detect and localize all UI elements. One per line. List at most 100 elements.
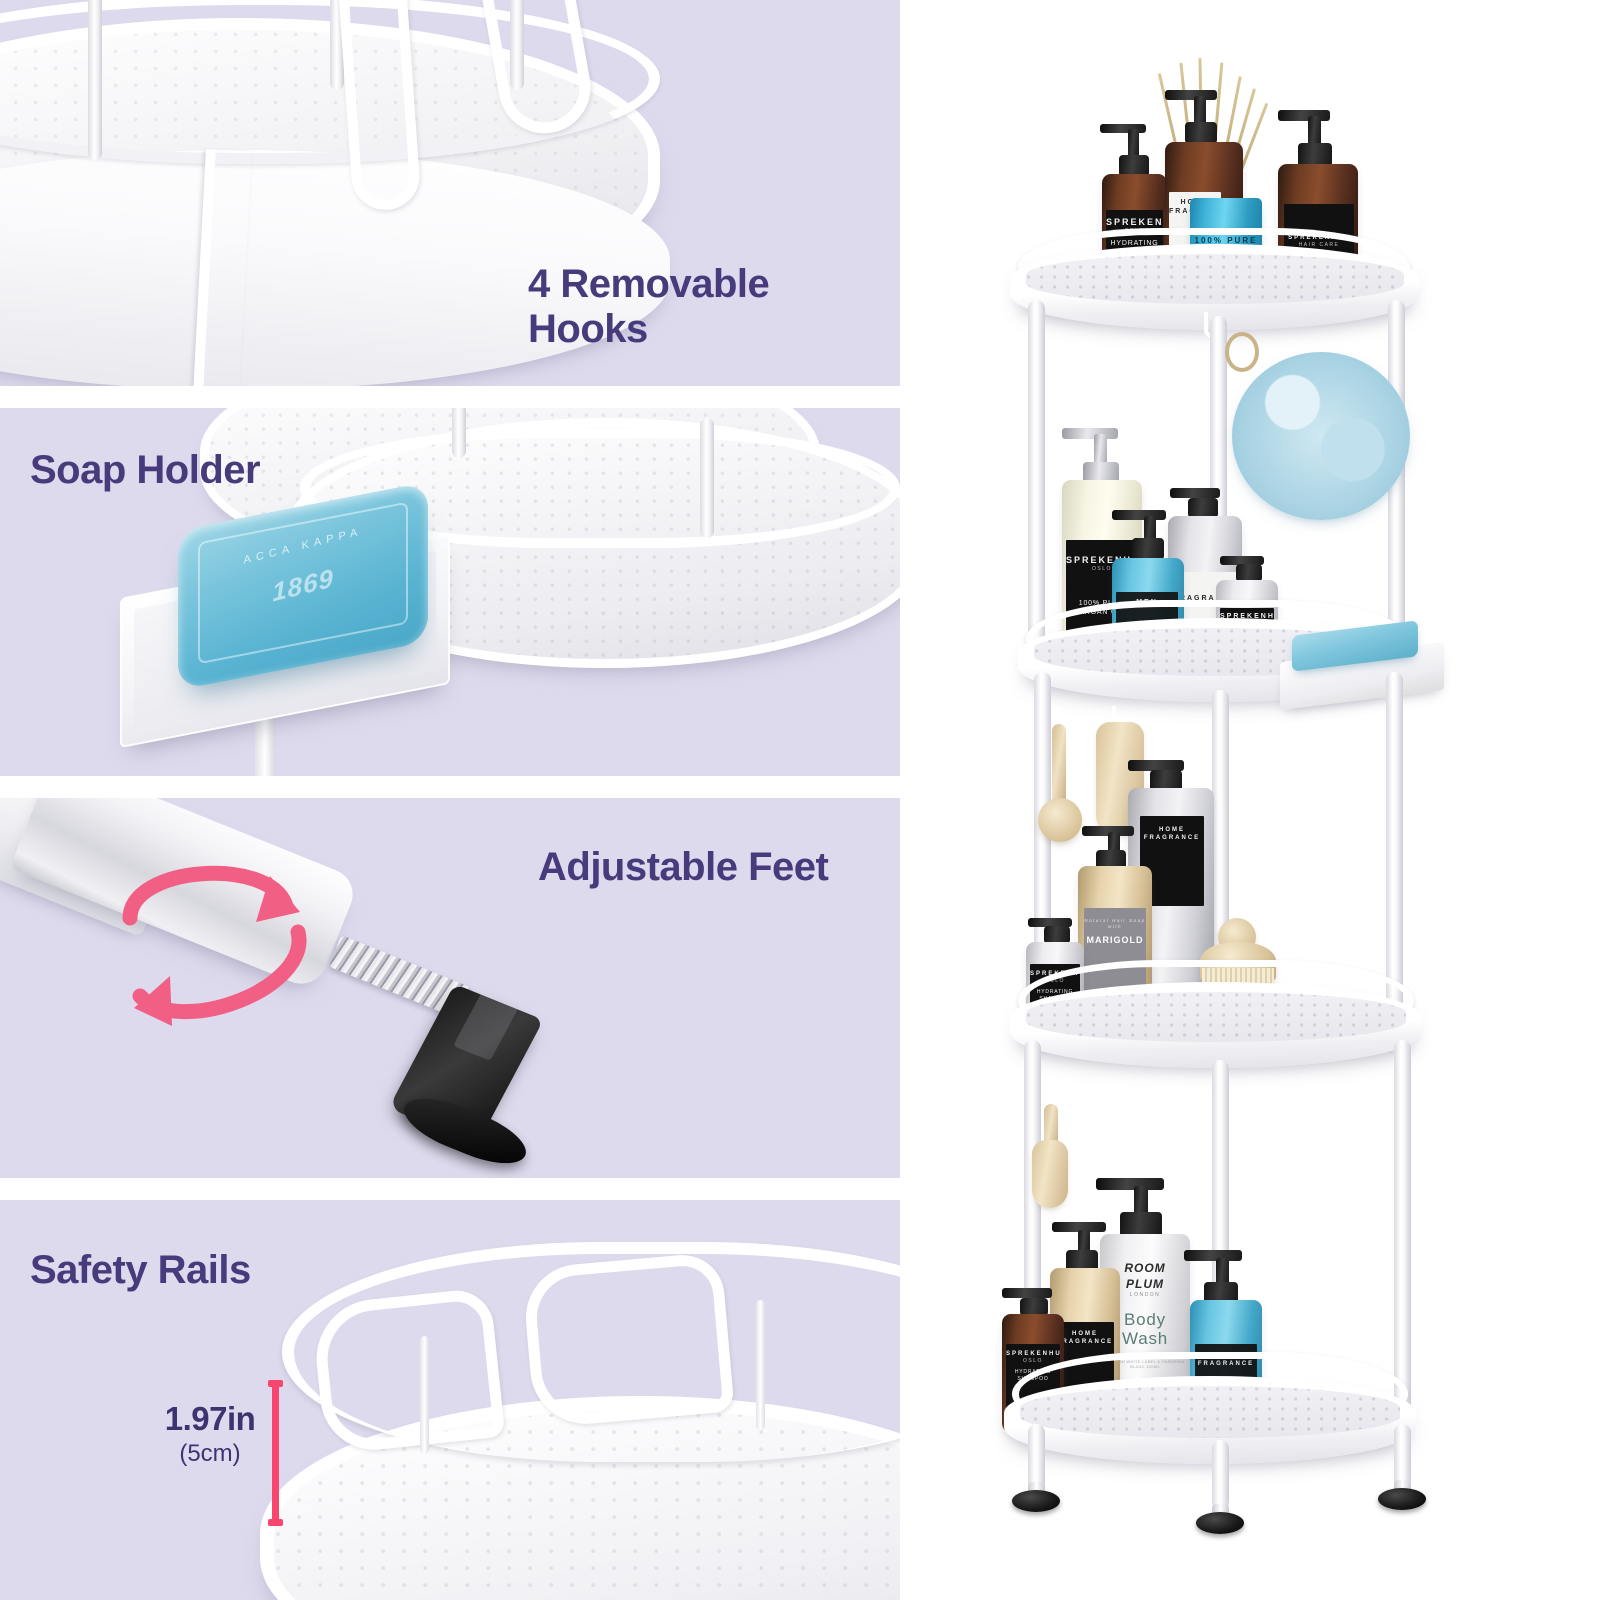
pump-collar	[1204, 1282, 1238, 1304]
shelf-post	[700, 418, 714, 538]
tower-leg-right	[1394, 1424, 1411, 1488]
panel-title-safety-rails: Safety Rails	[30, 1248, 251, 1292]
label-brand: ROOM PLUM	[1124, 1261, 1166, 1292]
label-sub: LONDON	[1129, 1292, 1161, 1299]
tier-3-shelf-surface	[1026, 992, 1406, 1042]
pump-head-icon	[1052, 1222, 1106, 1232]
tower-leg-right	[1394, 1040, 1411, 1430]
pump-collar	[1096, 850, 1126, 870]
pump-collar	[1120, 1212, 1162, 1238]
pump-head-icon	[1112, 510, 1166, 520]
tower-leg-center	[1212, 1440, 1229, 1510]
label-brand: SPREKENHUS	[1066, 555, 1138, 565]
pump-head-icon	[1062, 428, 1118, 439]
label-sub: OSLO	[1023, 1358, 1043, 1365]
pump-head-icon	[1184, 1250, 1242, 1261]
pump-collar	[1066, 1250, 1098, 1272]
pump-neck	[1094, 434, 1107, 466]
shelf-lip	[0, 150, 670, 386]
pump-neck	[1134, 1186, 1148, 1216]
wood-brush-handle	[1052, 724, 1066, 810]
pump-head-icon	[1100, 124, 1146, 133]
pump-collar	[1044, 926, 1070, 944]
pump-collar	[1020, 1298, 1048, 1316]
rail-vertical-bar	[756, 1300, 765, 1430]
shower-caddy-tower: SPREKENHUS OSLO HYDRATING SHAMPOO HOME F…	[900, 0, 1600, 1600]
tower-leg-left	[1028, 1424, 1045, 1490]
pump-head-icon	[1082, 826, 1134, 836]
tier-4-safety-rail	[1012, 1352, 1408, 1436]
feature-panel-removable-hooks	[0, 0, 900, 386]
wood-brush-head	[1038, 798, 1082, 842]
feature-panel-safety-rails	[0, 1200, 900, 1600]
panel-title-adjustable-feet: Adjustable Feet	[538, 845, 829, 889]
tier-4-shelf	[1004, 1376, 1416, 1464]
pump-head-icon	[1028, 918, 1072, 927]
pump-collar	[1150, 770, 1182, 792]
tier-1-shelf	[1010, 244, 1420, 330]
shelf-post	[88, 0, 102, 160]
tier-4-shelf-surface	[1020, 1386, 1400, 1438]
pump-collar	[1185, 122, 1217, 144]
bottle-label: HOME FRAGRANCE	[1140, 816, 1204, 906]
label-desc: Body Wash	[1121, 1310, 1169, 1348]
panel-title-removable-hooks: 4 Removable Hooks	[528, 262, 770, 351]
dimension-imperial: 1.97in	[164, 1400, 256, 1437]
rail-vertical-bar	[420, 1336, 429, 1454]
pump-head-icon	[1278, 110, 1330, 121]
pump-head-icon	[1002, 1288, 1052, 1298]
tier-3-safety-rail	[1018, 960, 1414, 1042]
safety-rail-loop	[521, 1251, 735, 1429]
hook-icon	[1204, 312, 1215, 338]
pump-head-icon	[1220, 556, 1264, 565]
pump-collar	[1132, 538, 1164, 560]
dimension-metric: (5cm)	[179, 1440, 241, 1467]
label-sub: OSLO	[1092, 566, 1112, 573]
label-brand: SPREKENHUS	[1106, 217, 1163, 227]
wood-comb-head	[1032, 1140, 1068, 1208]
pump-collar	[1236, 564, 1262, 582]
adjustable-foot	[1196, 1512, 1244, 1534]
label-brand: SPREKENHUS	[1006, 1351, 1060, 1357]
label-sub: Natural Hair Soap with	[1084, 918, 1146, 930]
pump-neck	[1216, 1258, 1229, 1286]
loofah-hanging-loop	[1225, 332, 1259, 372]
tower-leg-right	[1386, 672, 1403, 1054]
label-brand: HOME FRAGRANCE	[1056, 1331, 1114, 1346]
pump-neck	[1144, 516, 1156, 542]
label-brand: FRAGRANCE	[1173, 595, 1237, 602]
loofah-sponge	[1232, 352, 1410, 520]
shelf-post	[330, 0, 344, 90]
pump-neck	[1194, 96, 1206, 126]
tower-leg-left	[1028, 300, 1045, 680]
panel-title-soap-holder: Soap Holder	[30, 448, 261, 492]
label-brand: HOME FRAGRANCE	[1143, 827, 1201, 842]
shelf-leg	[255, 708, 275, 776]
soap-logo-text: 1869	[271, 562, 335, 608]
dimension-label: 1.97in (5cm)	[155, 1400, 265, 1468]
shelf-rail	[300, 428, 900, 548]
tier-3-shelf	[1010, 982, 1422, 1068]
label-brand: MARIGOLD	[1086, 935, 1144, 946]
feature-panels-column: 4 Removable Hooks ACCA KAPPA 1869 Soap H…	[0, 0, 900, 1600]
pump-head-icon	[1096, 1178, 1164, 1190]
pump-neck	[1308, 116, 1321, 148]
pump-head-icon	[1128, 760, 1184, 771]
feature-panel-soap-holder: ACCA KAPPA 1869	[0, 408, 900, 776]
adjustable-foot	[1378, 1488, 1426, 1510]
pump-collar	[1119, 155, 1149, 177]
feature-panel-adjustable-feet	[0, 798, 900, 1178]
safety-rail-loop	[310, 1287, 506, 1455]
dimension-line	[268, 1380, 283, 1526]
adjustable-foot	[1012, 1490, 1060, 1512]
pump-collar	[1083, 462, 1119, 484]
pump-neck	[1108, 832, 1120, 854]
pump-collar	[1298, 143, 1332, 167]
shelf-post	[452, 408, 466, 458]
pump-collar	[1188, 498, 1218, 518]
product-photo-column: SPREKENHUS OSLO HYDRATING SHAMPOO HOME F…	[900, 0, 1600, 1600]
shelf-post	[510, 0, 524, 90]
pump-neck	[1078, 1230, 1090, 1254]
pump-neck	[1128, 129, 1139, 159]
